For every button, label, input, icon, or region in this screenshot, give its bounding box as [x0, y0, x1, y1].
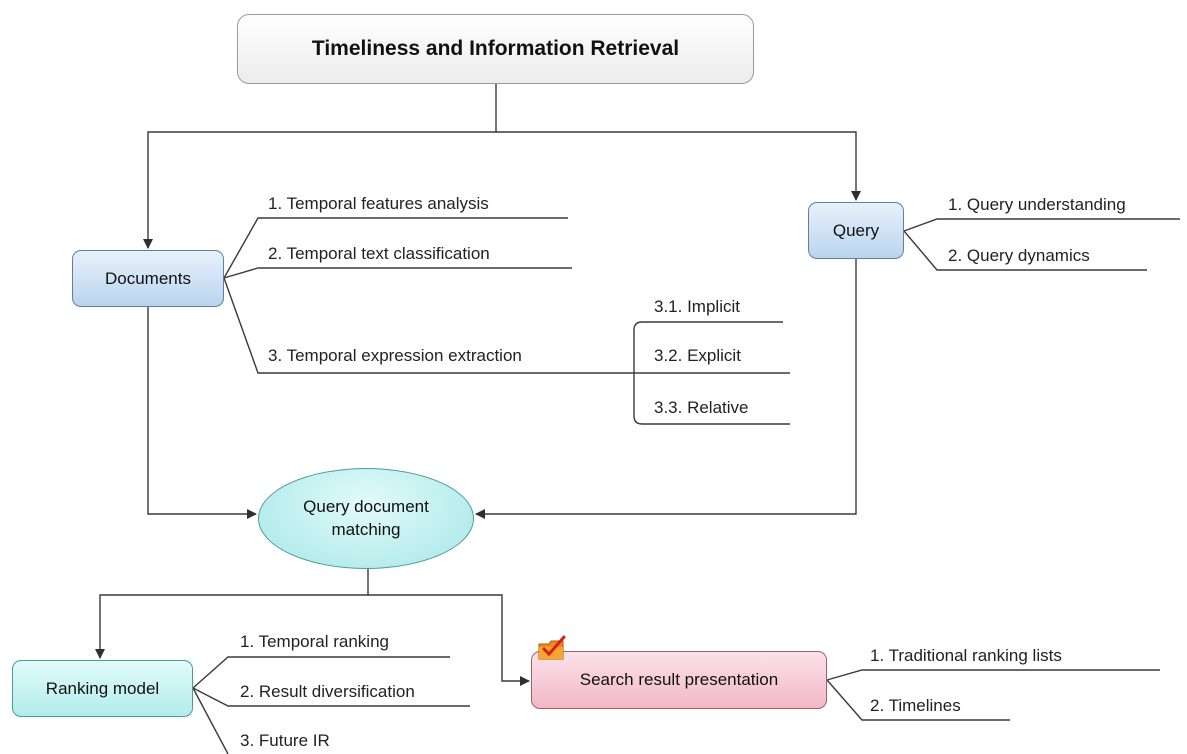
query-document-matching-node[interactable]: Query document matching — [258, 468, 474, 569]
search-label: Search result presentation — [579, 670, 779, 689]
documents-branch-2 — [223, 267, 572, 279]
search-branch-1 — [826, 669, 1160, 681]
ranking-branch-2 — [192, 687, 470, 707]
extraction-subitem-2: 3.2. Explicit — [654, 346, 741, 365]
query-label: Query — [832, 220, 880, 240]
search-result-presentation-node[interactable]: Search result presentation — [531, 651, 827, 709]
extraction-subitem-3: 3.3. Relative — [654, 398, 749, 417]
ranking-label: Ranking model — [45, 678, 160, 698]
matching-label-line-1: Query document — [303, 496, 429, 516]
extraction-branch-1 — [633, 321, 783, 373]
matching-label-line-2: matching — [331, 519, 401, 539]
root-to-documents-arrow — [143, 84, 497, 249]
documents-item-2: 2. Temporal text classification — [268, 244, 490, 263]
ranking-item-1: 1. Temporal ranking — [240, 632, 389, 651]
ranking-model-node[interactable]: Ranking model — [12, 660, 193, 717]
query-branch-2 — [903, 230, 1147, 271]
search-branch-2 — [826, 679, 1010, 721]
root-title: Timeliness and Information Retrieval — [311, 37, 680, 60]
documents-node[interactable]: Documents — [72, 250, 224, 307]
ranking-branch-1 — [192, 656, 450, 689]
root-title-box: Timeliness and Information Retrieval — [237, 14, 754, 84]
matching-to-search-arrow — [368, 594, 530, 686]
documents-item-1: 1. Temporal features analysis — [268, 194, 489, 213]
documents-branch-3 — [223, 277, 608, 374]
query-to-matching-arrow — [475, 259, 857, 519]
search-item-1: 1. Traditional ranking lists — [870, 646, 1062, 665]
query-branch-1 — [903, 218, 1180, 232]
query-item-1: 1. Query understanding — [948, 195, 1126, 214]
root-to-query-arrow — [496, 131, 861, 201]
search-item-2: 2. Timelines — [870, 696, 961, 715]
ranking-item-2: 2. Result diversification — [240, 682, 415, 701]
documents-label: Documents — [105, 268, 191, 288]
documents-to-matching-arrow — [147, 307, 257, 519]
folder-check-icon — [538, 635, 566, 660]
query-node[interactable]: Query — [808, 202, 904, 259]
ranking-item-3: 3. Future IR — [240, 731, 330, 750]
extraction-branch-3 — [633, 373, 790, 425]
documents-branch-1 — [223, 217, 568, 279]
ranking-branch-3 — [192, 687, 229, 754]
documents-item-3: 3. Temporal expression extraction — [268, 346, 522, 365]
extraction-subitem-1: 3.1. Implicit — [654, 297, 740, 316]
matching-to-ranking-arrow — [95, 569, 369, 659]
query-item-2: 2. Query dynamics — [948, 246, 1090, 265]
